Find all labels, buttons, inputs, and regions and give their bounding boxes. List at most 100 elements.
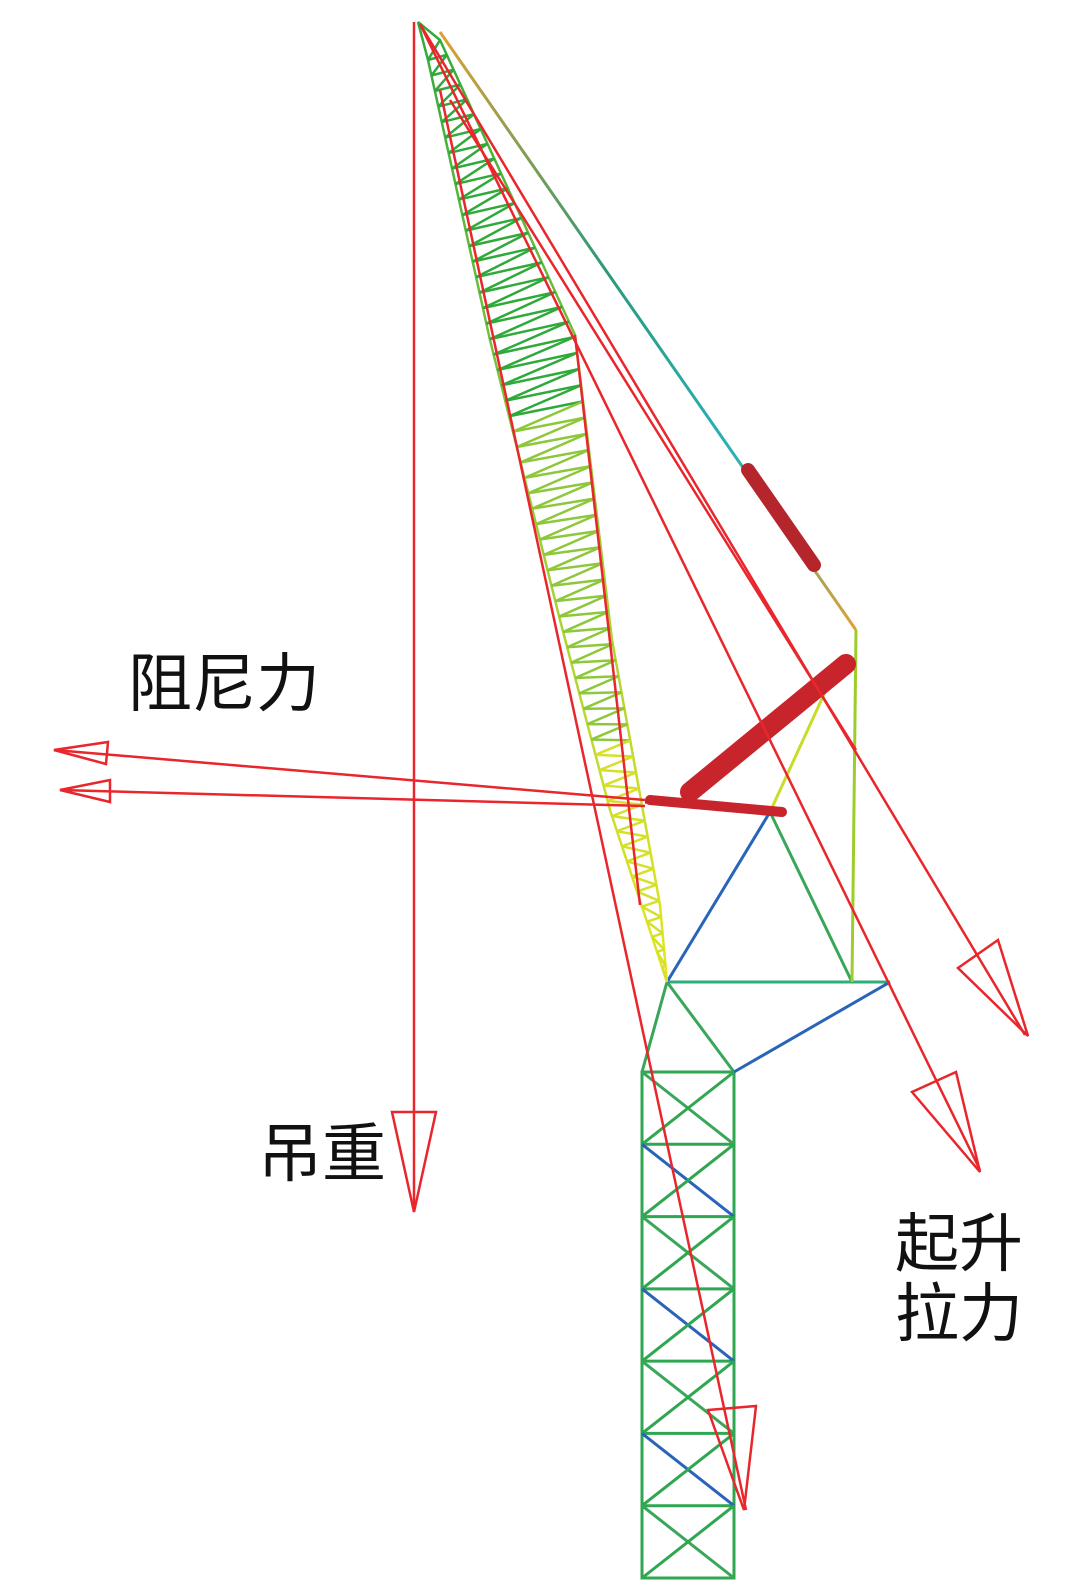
main-cylinder	[680, 654, 856, 802]
boom-rung	[516, 416, 586, 449]
mast-brace	[641, 1143, 735, 1218]
damping-arrowhead-1	[53, 740, 110, 766]
boom-diagonal	[462, 201, 515, 217]
boom-diagonal	[575, 674, 619, 680]
boom-rung	[531, 481, 594, 510]
boom-diagonal	[603, 784, 640, 790]
boom-rung	[621, 835, 649, 848]
boom-diagonal	[520, 448, 590, 464]
boom-rung	[485, 290, 556, 325]
boom-rung	[562, 610, 610, 634]
boom-diagonal	[651, 935, 665, 951]
lift-arrowhead-3	[706, 1404, 758, 1511]
boom-rung	[543, 529, 600, 557]
boom-diagonal	[599, 768, 637, 774]
boom-rung	[478, 261, 543, 294]
boom-diagonal	[611, 814, 645, 822]
boom-rung	[566, 626, 612, 649]
boom-rung	[570, 643, 614, 664]
boom-diagonal	[567, 642, 613, 649]
boom-diagonal	[508, 400, 584, 418]
boom-diagonal	[555, 594, 607, 603]
boom-diagonal	[551, 578, 605, 587]
mast-brace	[641, 1215, 735, 1291]
force-arrows	[53, 22, 1030, 1511]
boom-rung	[461, 187, 509, 217]
boom-diagonal	[489, 320, 570, 341]
boom-diagonal	[571, 658, 616, 664]
slewing-frame	[640, 629, 891, 1074]
lift-arrowhead-2	[909, 1070, 982, 1173]
boom-diagonal	[579, 691, 622, 695]
boom-diagonal	[528, 481, 594, 495]
boom-diagonal	[501, 367, 580, 387]
boom-diagonal	[448, 142, 488, 155]
boom-diagonal	[504, 383, 582, 403]
boom-rung	[590, 723, 628, 741]
boom-diagonal	[535, 513, 597, 526]
boom-diagonal	[465, 216, 522, 232]
boom-rung	[578, 675, 620, 695]
hoist-load-label: 吊重	[258, 1118, 386, 1192]
boom-diagonal	[539, 529, 599, 541]
boom-diagonal	[479, 275, 549, 294]
boom-diagonal	[591, 738, 631, 742]
boom-rung	[489, 305, 563, 341]
boom-rung	[493, 320, 570, 356]
boom-diagonal	[641, 905, 662, 919]
boom-diagonal	[497, 351, 578, 372]
boom-diagonal	[524, 464, 592, 480]
lifting-tension-line2: 拉力	[895, 1278, 1023, 1353]
boom-diagonal	[559, 610, 609, 618]
boom-diagonal	[660, 966, 669, 983]
boom-rung	[523, 448, 590, 480]
mast-brace	[641, 1504, 735, 1580]
tower-mast	[640, 1070, 736, 1580]
damping-force-label: 阻尼力	[128, 648, 320, 722]
boom-diagonal	[646, 920, 664, 935]
boom-diagonal	[531, 497, 596, 510]
boom-rung	[636, 883, 657, 893]
boom-diagonal	[512, 416, 586, 433]
lifting-tension-label: 起升 拉力	[895, 1210, 1023, 1351]
boom-rung	[512, 400, 584, 433]
boom-diagonal	[621, 845, 651, 854]
boom-diagonal	[543, 545, 601, 557]
boom-rung	[594, 739, 631, 756]
boom-rung	[651, 932, 663, 938]
boom-rung	[504, 367, 580, 402]
boom-diagonal	[636, 890, 660, 903]
boom-diagonal	[486, 305, 563, 325]
boom-diagonal	[493, 335, 576, 356]
boom-diagonal	[482, 290, 556, 310]
boom-rung	[607, 787, 640, 803]
boom-diagonal	[475, 261, 543, 279]
boom-rung	[535, 497, 596, 526]
hydraulic-cylinders	[645, 463, 856, 817]
boom-rung	[468, 216, 523, 248]
boom-diagonal	[626, 860, 654, 870]
boom-rung	[599, 755, 634, 772]
boom-rung	[527, 465, 592, 495]
mast-brace	[641, 1070, 735, 1146]
lift-arrowhead-1	[956, 937, 1030, 1037]
boom-rung	[475, 246, 536, 279]
boom-diagonal	[547, 562, 603, 572]
mast-brace	[641, 1287, 735, 1363]
boom-rung	[554, 578, 606, 603]
boom-diagonal	[516, 432, 588, 449]
lower-link	[645, 795, 787, 817]
boom-diagonal	[563, 626, 611, 634]
mast-brace	[641, 1432, 735, 1507]
boom-rung	[603, 771, 637, 787]
boom-rung	[558, 594, 608, 618]
boom-rung	[547, 545, 602, 572]
boom-rung	[500, 351, 578, 387]
load-arrowhead	[390, 1110, 438, 1213]
boom-rung	[520, 432, 588, 464]
boom-rung	[472, 231, 529, 263]
boom-rung	[626, 851, 651, 863]
boom-rung	[641, 899, 660, 908]
damping-arrowhead-2	[59, 778, 112, 804]
boom-rung	[646, 915, 662, 923]
